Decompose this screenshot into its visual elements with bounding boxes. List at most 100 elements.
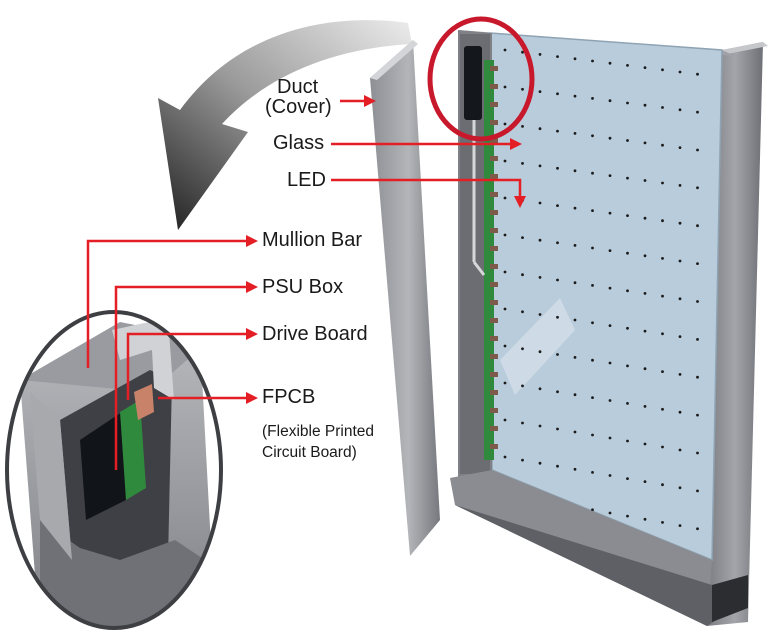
led-dot xyxy=(608,249,612,253)
led-dot xyxy=(556,55,559,58)
led-dot xyxy=(696,186,699,190)
led-chip xyxy=(490,426,498,431)
led-dot xyxy=(626,176,629,180)
led-dot xyxy=(643,405,647,408)
led-dot xyxy=(608,136,612,140)
led-dot xyxy=(556,129,559,133)
label-psu-box: PSU Box xyxy=(262,276,344,298)
led-dot xyxy=(661,257,664,260)
led-dot xyxy=(661,106,664,109)
led-dot xyxy=(573,393,577,397)
led-chip xyxy=(490,336,498,341)
led-chip-row xyxy=(490,66,498,449)
led-chip xyxy=(490,120,498,125)
led-dot xyxy=(678,410,682,414)
led-dot xyxy=(661,181,664,185)
led-dot xyxy=(626,402,629,405)
label-fpcb-description-2: Circuit Board) xyxy=(262,444,357,461)
led-dot xyxy=(521,421,524,425)
zoom-drive-board xyxy=(120,400,146,500)
led-chip xyxy=(490,156,498,161)
led-dot xyxy=(538,53,542,56)
led-dot xyxy=(626,477,629,480)
led-dot xyxy=(503,159,507,163)
led-dot xyxy=(503,196,507,200)
led-dot xyxy=(591,358,594,362)
led-dot xyxy=(591,321,594,325)
label-duct: Duct xyxy=(277,76,319,98)
led-dot xyxy=(538,90,542,93)
label-duct-cover: (Cover) xyxy=(265,96,332,118)
led-dot xyxy=(503,233,507,237)
led-dot xyxy=(573,318,577,322)
led-dot xyxy=(661,483,664,487)
led-dot xyxy=(591,433,594,437)
led-dot xyxy=(608,399,612,402)
led-chip xyxy=(490,102,498,107)
led-dot xyxy=(608,511,612,515)
led-dot xyxy=(626,439,629,443)
label-led: LED xyxy=(287,169,326,191)
led-dot xyxy=(626,214,629,218)
led-dot xyxy=(643,517,647,521)
led-dot xyxy=(556,315,559,319)
led-dot xyxy=(678,448,682,452)
led-dot xyxy=(696,224,699,228)
led-dot xyxy=(678,524,682,527)
led-dot xyxy=(556,278,559,282)
led-dot xyxy=(608,474,612,477)
psu-box xyxy=(464,46,482,120)
led-dot xyxy=(661,219,664,223)
led-dot xyxy=(591,284,594,287)
led-dot xyxy=(521,162,524,165)
led-dot xyxy=(591,246,594,250)
led-dot xyxy=(643,329,647,333)
led-dot xyxy=(573,132,577,135)
led-dot xyxy=(696,148,699,152)
led-dot xyxy=(556,353,559,356)
led-dot xyxy=(643,442,647,446)
led-dot xyxy=(696,110,699,114)
led-dot xyxy=(643,141,647,145)
led-dot xyxy=(573,244,577,247)
label-drive-board: Drive Board xyxy=(262,323,368,345)
led-dot xyxy=(573,430,577,434)
led-chip xyxy=(490,372,498,377)
led-dot xyxy=(503,381,507,385)
led-dot xyxy=(503,455,507,459)
led-dot xyxy=(626,289,629,293)
led-chip xyxy=(490,66,498,71)
led-dot xyxy=(538,424,542,428)
led-dot xyxy=(678,221,682,225)
led-dot xyxy=(591,471,594,474)
callout-lines xyxy=(86,99,522,470)
led-chip xyxy=(490,300,498,305)
led-dot xyxy=(678,108,682,112)
led-dot xyxy=(643,103,647,107)
led-dot xyxy=(503,122,507,126)
led-chip xyxy=(490,192,498,197)
led-dot xyxy=(678,259,682,263)
led-dot xyxy=(696,413,699,417)
led-dot xyxy=(591,171,594,175)
led-dot xyxy=(678,486,682,490)
led-chip xyxy=(490,408,498,413)
curved-arrow xyxy=(158,20,412,231)
led-dot xyxy=(696,262,699,265)
led-dot xyxy=(643,66,647,69)
led-dot xyxy=(643,480,647,483)
led-dot xyxy=(696,338,699,341)
led-dot xyxy=(643,367,647,371)
led-dot xyxy=(643,216,647,220)
led-dot xyxy=(503,418,507,422)
led-dot xyxy=(521,273,524,277)
led-dot-grid xyxy=(503,48,699,531)
led-dot xyxy=(643,254,647,258)
led-chip xyxy=(490,174,498,179)
led-dot xyxy=(661,68,664,72)
led-dot xyxy=(626,514,629,518)
led-dot xyxy=(556,241,559,245)
led-dot xyxy=(696,489,699,493)
led-dot xyxy=(661,407,664,411)
led-dot xyxy=(661,445,664,449)
